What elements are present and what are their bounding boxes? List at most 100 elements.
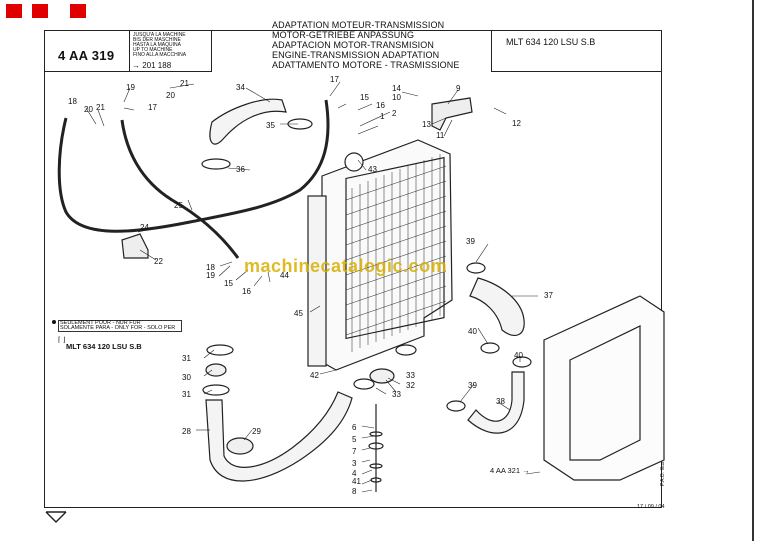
part-label-19b: 19 bbox=[206, 271, 215, 280]
part-label-14: 14 bbox=[392, 84, 401, 93]
down-arrow-icon[interactable] bbox=[44, 510, 68, 524]
sleeve-30 bbox=[205, 363, 227, 377]
watermark-text: machinecatalogic.com bbox=[244, 256, 448, 276]
part-label-33b: 33 bbox=[392, 390, 401, 399]
part-label-19: 19 bbox=[126, 83, 135, 92]
reference-code: 4 AA 319 bbox=[58, 48, 115, 63]
title-es: ADAPTACION MOTOR-TRANSMISION bbox=[272, 40, 434, 50]
bracket-icon: ⌈ ⌋ bbox=[58, 337, 66, 344]
part-label-30: 30 bbox=[182, 373, 191, 382]
legend-only-for-2: SOLAMENTE PARA - ONLY FOR - SOLO PER bbox=[60, 325, 176, 331]
part-label-10: 10 bbox=[392, 93, 401, 102]
red-square-2 bbox=[32, 4, 48, 18]
part-label-18: 18 bbox=[68, 97, 77, 106]
part-label-41: 41 bbox=[352, 477, 361, 486]
reference-box bbox=[44, 30, 130, 72]
drawing-frame bbox=[44, 30, 662, 508]
part-label-2: 2 bbox=[392, 109, 397, 118]
radiator-core bbox=[345, 156, 445, 340]
cross-reference: 4 AA 321 → bbox=[490, 466, 530, 475]
part-label-40b: 40 bbox=[514, 351, 523, 360]
cross-reference-code: 4 AA 321 bbox=[490, 466, 521, 475]
part-label-8: 8 bbox=[352, 487, 357, 496]
part-label-18b: 18 bbox=[206, 263, 215, 272]
part-label-7: 7 bbox=[352, 447, 357, 456]
until-line-3: HASTA LA MAQUINA bbox=[133, 42, 181, 48]
part-label-33a: 33 bbox=[406, 371, 415, 380]
part-label-39a: 39 bbox=[466, 237, 475, 246]
part-label-43: 43 bbox=[368, 165, 377, 174]
date-stamp: 17 / 09 / 04 bbox=[637, 504, 665, 510]
until-number-value: 201 188 bbox=[142, 61, 172, 70]
title-it: ADATTAMENTO MOTORE - TRASMISSIONE bbox=[272, 60, 460, 70]
hose-37 bbox=[469, 277, 525, 337]
part-label-9: 9 bbox=[456, 84, 461, 93]
hose-38 bbox=[467, 371, 525, 434]
part-label-15b: 15 bbox=[224, 279, 233, 288]
title-fr: ADAPTATION MOTEUR-TRANSMISSION bbox=[272, 20, 445, 30]
part-label-6: 6 bbox=[352, 423, 357, 432]
part-label-22: 22 bbox=[154, 257, 163, 266]
part-label-35: 35 bbox=[266, 121, 275, 130]
part-label-31b: 31 bbox=[182, 390, 191, 399]
sleeve-29 bbox=[226, 437, 254, 455]
part-label-20b: 20 bbox=[84, 105, 93, 114]
fan-shroud bbox=[543, 295, 665, 481]
title-block: ADAPTATION MOTEUR-TRANSMISSION MOTOR-GET… bbox=[272, 20, 459, 70]
radiator-frame bbox=[321, 139, 453, 371]
part-label-39b: 39 bbox=[468, 381, 477, 390]
part-label-3: 3 bbox=[352, 459, 357, 468]
until-machine-number: → 201 188 bbox=[132, 61, 172, 70]
legend-bullet-icon bbox=[52, 320, 56, 324]
model-box bbox=[491, 30, 662, 72]
sleeve-32 bbox=[369, 368, 395, 384]
until-line-2: BIS DER MASCHINE bbox=[133, 37, 181, 43]
part-label-1: 1 bbox=[380, 112, 385, 121]
until-line-5: FINO ALLA MACCHINA bbox=[133, 52, 187, 58]
part-label-42: 42 bbox=[310, 371, 319, 380]
part-label-5: 5 bbox=[352, 435, 357, 444]
part-label-12: 12 bbox=[512, 119, 521, 128]
footer-mark: P.A.O. Illus bbox=[660, 461, 666, 486]
part-label-16: 16 bbox=[376, 101, 385, 110]
part-label-40a: 40 bbox=[468, 327, 477, 336]
part-label-44: 44 bbox=[280, 271, 289, 280]
part-label-17: 17 bbox=[330, 75, 339, 84]
part-label-20: 20 bbox=[166, 91, 175, 100]
title-en: ENGINE-TRANSMISSION ADAPTATION bbox=[272, 50, 440, 60]
part-label-31a: 31 bbox=[182, 354, 191, 363]
part-label-34: 34 bbox=[236, 83, 245, 92]
part-label-4: 4 bbox=[352, 469, 357, 478]
part-label-32: 32 bbox=[406, 381, 415, 390]
side-panel-45 bbox=[307, 195, 327, 367]
part-label-38: 38 bbox=[496, 397, 505, 406]
model-name: MLT 634 120 LSU S.B bbox=[506, 37, 596, 47]
part-label-11: 11 bbox=[436, 131, 445, 140]
until-machine-box bbox=[130, 30, 212, 72]
legend-only-for-1: SEULEMENT POUR - NUR FUR bbox=[60, 320, 141, 326]
red-square-3 bbox=[70, 4, 86, 18]
red-square-1 bbox=[6, 4, 22, 18]
page-edge-line bbox=[752, 0, 754, 541]
legend-model: MLT 634 120 LSU S.B bbox=[66, 342, 142, 351]
fastener-stack bbox=[368, 404, 384, 492]
legend-box bbox=[58, 320, 182, 332]
part-label-45: 45 bbox=[294, 309, 303, 318]
part-label-29: 29 bbox=[252, 427, 261, 436]
hose-lower bbox=[120, 119, 240, 259]
bracket-9 bbox=[431, 97, 473, 131]
part-label-24: 24 bbox=[140, 223, 149, 232]
pipe-28 bbox=[205, 391, 353, 482]
part-label-36: 36 bbox=[236, 165, 245, 174]
until-line-1: JUSQU'A LA MACHINE bbox=[133, 32, 186, 38]
filler-cap-43 bbox=[344, 152, 364, 172]
until-line-4: UP TO MACHINE bbox=[133, 47, 173, 53]
hose-left-loop bbox=[57, 99, 330, 233]
title-de: MOTOR-GETRIEBE ANPASSUNG bbox=[272, 30, 415, 40]
part-label-16b: 16 bbox=[242, 287, 251, 296]
part-label-21: 21 bbox=[180, 79, 189, 88]
part-label-28: 28 bbox=[182, 427, 191, 436]
hose-34 bbox=[209, 98, 287, 145]
part-labels: 1 2 3 4 5 6 7 8 9 10 11 12 13 14 15 16 1… bbox=[68, 75, 553, 496]
